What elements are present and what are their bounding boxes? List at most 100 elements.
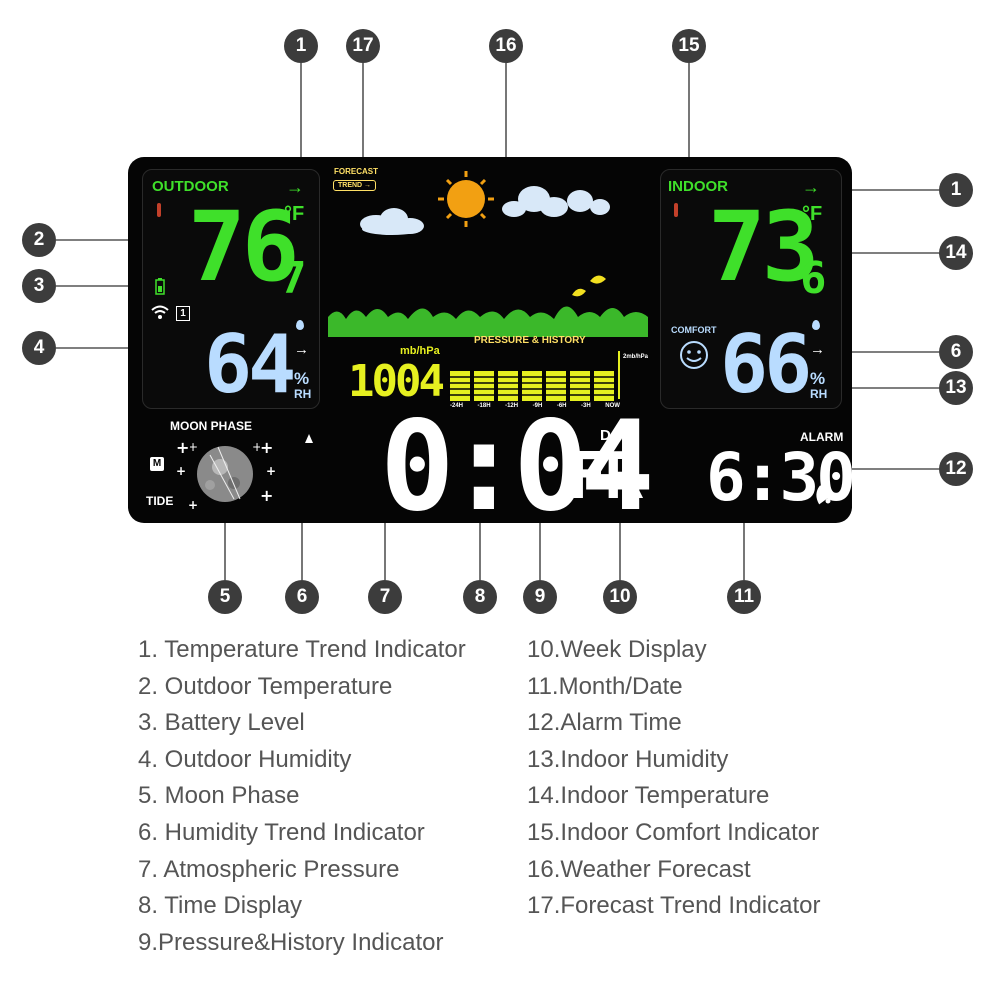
humidity-drop-icon <box>812 320 820 330</box>
legend-item: 14.Indoor Temperature <box>527 782 770 810</box>
moon-m-badge: M <box>150 457 164 471</box>
indoor-title: INDOOR <box>668 178 728 195</box>
thermometer-icon <box>157 203 161 217</box>
battery-icon <box>155 278 165 295</box>
humidity-drop-icon <box>296 320 304 330</box>
alarm-bell-icon <box>816 485 834 505</box>
svg-text:+: + <box>176 438 189 457</box>
callout-badge: 13 <box>939 371 973 405</box>
legend-item: 3. Battery Level <box>138 709 305 737</box>
weather-station-display: OUTDOOR → 76 7 °F 1 64 → % RH FORECAST T… <box>128 157 852 523</box>
svg-text:+: + <box>260 486 273 505</box>
legend-item: 13.Indoor Humidity <box>527 745 729 773</box>
outdoor-rh: RH <box>294 387 312 401</box>
callout-badge: 17 <box>346 29 380 63</box>
outdoor-percent: % <box>294 369 310 388</box>
tide-arrow-icon <box>305 434 313 443</box>
channel-badge: 1 <box>176 306 190 321</box>
comfort-label: COMFORT <box>671 325 717 335</box>
legend-item: 2. Outdoor Temperature <box>138 672 393 700</box>
svg-text:+: + <box>188 498 198 512</box>
outdoor-temp-unit: °F <box>284 203 305 225</box>
callout-badge: 10 <box>603 580 637 614</box>
pressure-unit: mb/hPa <box>400 345 440 357</box>
pressure-scale-arrow <box>618 351 620 399</box>
moon-phase-title: MOON PHASE <box>170 419 253 433</box>
time-display: 0:04 <box>380 395 655 523</box>
alarm-label: ALARM <box>800 430 844 444</box>
outdoor-humidity: 64 <box>204 318 296 411</box>
week-display: FR <box>568 440 643 514</box>
legend-item: 4. Outdoor Humidity <box>138 745 352 773</box>
legend-item: 10.Week Display <box>527 636 707 663</box>
day-label: DAY <box>600 427 631 444</box>
indoor-humidity: 66 <box>720 318 812 411</box>
comfort-face-icon <box>680 341 708 369</box>
moon-phase-icon: ++ <box>190 440 260 502</box>
legend-item: 15.Indoor Comfort Indicator <box>527 818 820 846</box>
pressure-history-title: PRESSURE & HISTORY <box>474 335 586 346</box>
callout-badge: 3 <box>22 269 56 303</box>
atmospheric-pressure: 1004 <box>348 356 445 407</box>
legend-item: 7. Atmospheric Pressure <box>138 855 400 883</box>
weather-forecast-scene <box>328 171 648 337</box>
callout-badge: 4 <box>22 331 56 365</box>
wireless-signal-icon <box>151 305 169 319</box>
pressure-history-label: NOW <box>605 403 620 409</box>
pressure-history-label: -6H <box>556 403 567 409</box>
indoor-panel <box>660 169 842 409</box>
legend-item: 8. Time Display <box>138 892 303 920</box>
legend-item: 11.Month/Date <box>527 672 683 700</box>
svg-text:+: + <box>252 440 260 454</box>
outdoor-panel <box>142 169 320 409</box>
indoor-percent: % <box>810 369 826 388</box>
callout-badge: 8 <box>463 580 497 614</box>
callout-badge: 5 <box>208 580 242 614</box>
callout-badge: 11 <box>727 580 761 614</box>
callout-badge: 16 <box>489 29 523 63</box>
legend-item: 6. Humidity Trend Indicator <box>138 818 425 846</box>
callout-badge: 2 <box>22 223 56 257</box>
pressure-history-label: -3H <box>581 403 591 409</box>
outdoor-humidity-trend-arrow: → <box>294 341 309 358</box>
sparkle-icons: +++ +++ <box>176 438 276 512</box>
outdoor-temp-trend-arrow: → <box>286 177 304 197</box>
pressure-history-label: -9H <box>532 403 543 409</box>
svg-text:+: + <box>266 464 276 478</box>
callout-badge: 14 <box>939 236 973 270</box>
legend-item: 1. Temperature Trend Indicator <box>138 636 466 663</box>
outdoor-temperature: 76 <box>188 191 300 303</box>
pressure-history-label: -24H <box>450 403 464 409</box>
outdoor-temperature-decimal: 7 <box>280 253 306 304</box>
thermometer-icon <box>674 203 678 217</box>
legend-item: 16.Weather Forecast <box>527 855 751 883</box>
callout-badge: 15 <box>672 29 706 63</box>
callout-badge: 1 <box>284 29 318 63</box>
svg-text:+: + <box>190 440 198 454</box>
svg-text:+: + <box>260 438 273 457</box>
indoor-temperature: 73 <box>708 191 820 303</box>
pressure-history-label: -18H <box>477 403 491 409</box>
indoor-temp-trend-arrow: → <box>802 177 820 197</box>
legend-item: 12.Alarm Time <box>527 709 682 737</box>
legend-item: 17.Forecast Trend Indicator <box>527 892 821 920</box>
indoor-humidity-trend-arrow: → <box>810 341 825 358</box>
pressure-history-bars <box>448 371 618 401</box>
legend-left-column: 1. Temperature Trend Indicator 2. Outdoor… <box>138 636 466 965</box>
svg-text:+: + <box>176 464 186 478</box>
indoor-temperature-decimal: 6 <box>800 253 826 304</box>
callout-badge: 7 <box>368 580 402 614</box>
indoor-rh: RH <box>810 387 828 401</box>
legend-item: 5. Moon Phase <box>138 782 300 810</box>
callout-badge: 12 <box>939 452 973 486</box>
outdoor-title: OUTDOOR <box>152 178 229 195</box>
indoor-temp-unit: °F <box>802 203 823 225</box>
callout-badge: 9 <box>523 580 557 614</box>
forecast-trend-indicator: TREND → <box>333 180 377 191</box>
legend-right-column: 10.Week Display 11.Month/Date 12.Alarm Tim… <box>527 636 820 929</box>
callout-badge: 6 <box>939 335 973 369</box>
forecast-label: FORECAST <box>334 167 378 176</box>
callout-badge: 1 <box>939 173 973 207</box>
pressure-scale-label: 2mb/hPa <box>623 354 649 360</box>
